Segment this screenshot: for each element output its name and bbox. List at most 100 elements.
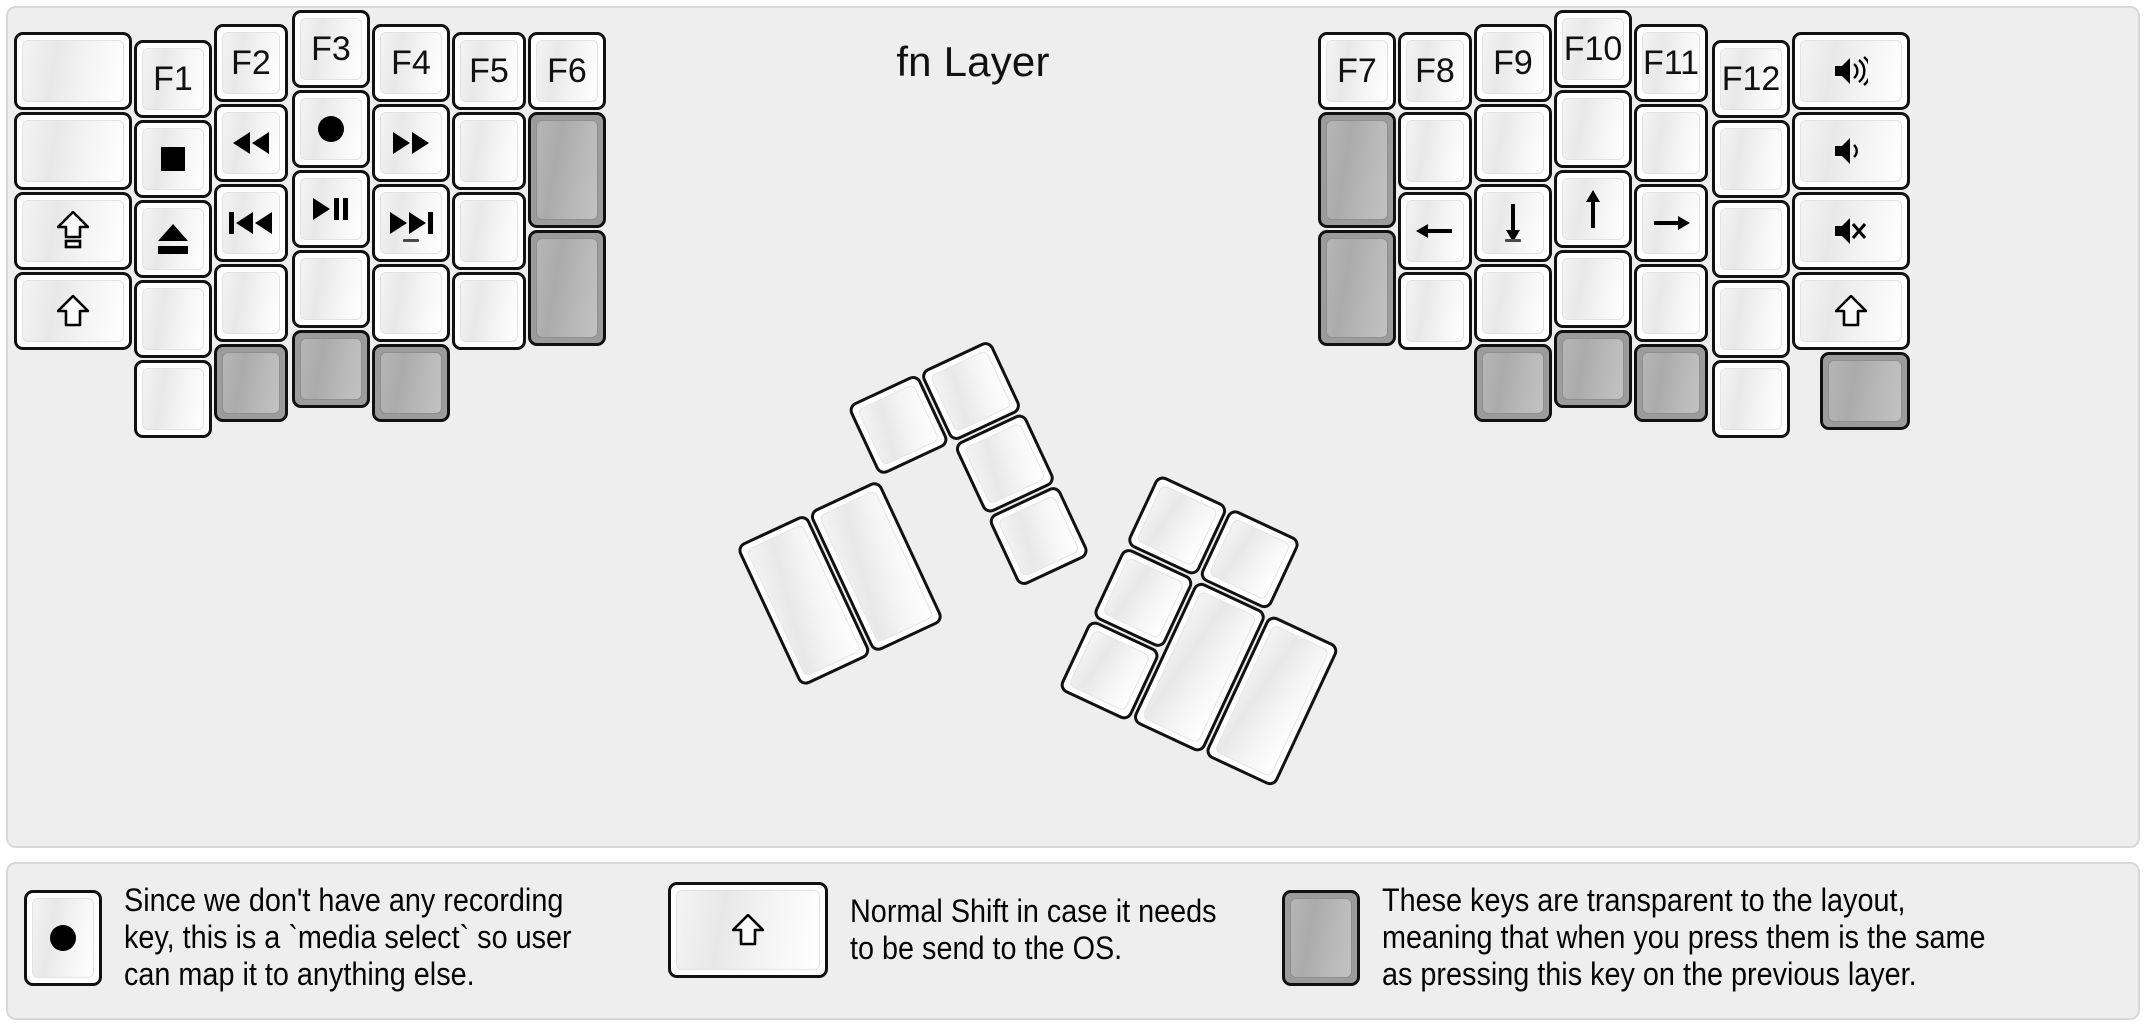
key-face (22, 40, 124, 102)
right-col-index-r-key-arrow-down[interactable] (1474, 184, 1552, 262)
key-face: F9 (1482, 32, 1544, 94)
left-col-ring-key-prev-track[interactable] (214, 184, 288, 262)
right-col-index-inner-r-key-f8[interactable]: F8 (1398, 32, 1472, 110)
key-face (1562, 258, 1624, 320)
right-col-index-r-key-transparent[interactable] (1474, 344, 1552, 422)
left-col-index-key-blank[interactable] (372, 264, 450, 342)
right-col-ring-r-key-transparent[interactable] (1634, 344, 1708, 422)
key-face (1208, 518, 1291, 601)
left-col-middle-key-blank[interactable] (292, 250, 370, 328)
left-col-ring-key-transparent[interactable] (214, 344, 288, 422)
left-col-pinky-outer-key-shift[interactable] (14, 272, 132, 350)
legend-key-2 (668, 882, 828, 978)
right-col-pinky-outer-r-key-volume-down[interactable] (1792, 112, 1910, 190)
right-col-inner-r-key-transparent[interactable] (1318, 230, 1396, 346)
key-face (1482, 352, 1544, 414)
left-col-inner-key-f6[interactable]: F6 (528, 32, 606, 110)
key-face (1562, 98, 1624, 160)
volume-down-icon (1834, 136, 1868, 166)
key-face (380, 352, 442, 414)
key-face (222, 272, 280, 334)
key-face (929, 349, 1013, 433)
left-col-index-key-f4[interactable]: F4 (372, 24, 450, 102)
right-col-pinky-r-key-blank[interactable] (1712, 200, 1790, 278)
right-col-middle-r-key-arrow-up[interactable] (1554, 170, 1632, 248)
left-col-index-inner-key-blank[interactable] (452, 112, 526, 190)
right-col-index-inner-r-key-arrow-left[interactable] (1398, 192, 1472, 270)
key-label: F8 (1415, 52, 1455, 90)
key-label: F1 (153, 60, 193, 98)
legend-key-transparent[interactable] (1282, 889, 1360, 986)
right-col-pinky-r-key-f12[interactable]: F12 (1712, 40, 1790, 118)
left-col-middle-key-record[interactable] (292, 90, 370, 168)
key-face (1800, 40, 1902, 102)
left-col-pinky-key-eject[interactable] (134, 200, 212, 278)
key-face (460, 200, 518, 262)
right-col-pinky-r-key-blank[interactable] (1712, 280, 1790, 358)
right-col-pinky-outer-r-key-volume-up[interactable] (1792, 32, 1910, 110)
key-face: F5 (460, 40, 518, 102)
left-col-index-key-next-track[interactable] (372, 184, 450, 262)
left-col-pinky-key-blank[interactable] (134, 280, 212, 358)
right-col-ring-r-key-blank[interactable] (1634, 104, 1708, 182)
left-col-index-inner-key-blank[interactable] (452, 192, 526, 270)
right-col-ring-r-key-f11[interactable]: F11 (1634, 24, 1708, 102)
right-col-pinky-r-key-blank[interactable] (1712, 120, 1790, 198)
left-col-ring-key-rewind[interactable] (214, 104, 288, 182)
left-col-pinky-outer-key-blank[interactable] (14, 32, 132, 110)
key-face (222, 192, 280, 254)
right-col-ring-r-key-arrow-right[interactable] (1634, 184, 1708, 262)
left-col-middle-key-play-pause[interactable] (292, 170, 370, 248)
record-icon (316, 114, 346, 144)
right-col-inner-r-key-f7[interactable]: F7 (1318, 32, 1396, 110)
left-col-middle-key-f3[interactable]: F3 (292, 10, 370, 88)
right-col-middle-r-key-blank[interactable] (1554, 250, 1632, 328)
right-col-index-r-key-blank[interactable] (1474, 104, 1552, 182)
left-col-inner-key-transparent[interactable] (528, 230, 606, 346)
key-label: F5 (469, 52, 509, 90)
left-col-ring-key-blank[interactable] (214, 264, 288, 342)
right-col-middle-r-key-blank[interactable] (1554, 90, 1632, 168)
right-col-middle-r-key-transparent[interactable] (1554, 330, 1632, 408)
legend-key-1 (24, 889, 102, 986)
left-col-pinky-key-stop[interactable] (134, 120, 212, 198)
key-face: F1 (142, 48, 204, 110)
key-face (1642, 112, 1700, 174)
left-col-pinky-outer-key-shift-lock[interactable] (14, 192, 132, 270)
legend-key-shift[interactable] (668, 882, 828, 978)
right-col-middle-r-key-f10[interactable]: F10 (1554, 10, 1632, 88)
key-face: F10 (1562, 18, 1624, 80)
right-col-inner-r-key-transparent[interactable] (1318, 112, 1396, 228)
left-col-pinky-key-f1[interactable]: F1 (134, 40, 212, 118)
right-col-index-r-key-blank[interactable] (1474, 264, 1552, 342)
right-col-pinky-outer-r-key-volume-mute[interactable] (1792, 192, 1910, 270)
key-face (380, 112, 442, 174)
right-col-pinky-outer-r-key-transparent[interactable] (1820, 352, 1910, 430)
right-col-pinky-r-key-blank[interactable] (1712, 360, 1790, 438)
key-face (142, 288, 204, 350)
left-col-index-key-transparent[interactable] (372, 344, 450, 422)
key-face (1102, 556, 1185, 640)
right-col-index-r-key-f9[interactable]: F9 (1474, 24, 1552, 102)
right-col-index-inner-r-key-blank[interactable] (1398, 112, 1472, 190)
left-col-inner-key-transparent[interactable] (528, 112, 606, 228)
left-col-index-inner-key-blank[interactable] (452, 272, 526, 350)
left-col-middle-key-transparent[interactable] (292, 330, 370, 408)
left-col-index-key-fast-forward[interactable] (372, 104, 450, 182)
right-col-index-inner-r-key-blank[interactable] (1398, 272, 1472, 350)
key-face (1720, 368, 1782, 430)
prev-track-icon (229, 211, 273, 235)
key-face (1642, 272, 1700, 334)
left-col-pinky-key-blank[interactable] (134, 360, 212, 438)
left-col-index-inner-key-f5[interactable]: F5 (452, 32, 526, 110)
key-face: F8 (1406, 40, 1464, 102)
key-face (300, 178, 362, 240)
right-col-pinky-outer-r-key-shift[interactable] (1792, 272, 1910, 350)
left-col-ring-key-f2[interactable]: F2 (214, 24, 288, 102)
key-label: F6 (547, 52, 587, 90)
right-col-ring-r-key-blank[interactable] (1634, 264, 1708, 342)
left-col-pinky-outer-key-blank[interactable] (14, 112, 132, 190)
legend-key-record[interactable] (24, 889, 102, 986)
legend-text-2: Normal Shift in case it needs to be send… (850, 892, 1217, 966)
shift-icon (57, 295, 89, 327)
